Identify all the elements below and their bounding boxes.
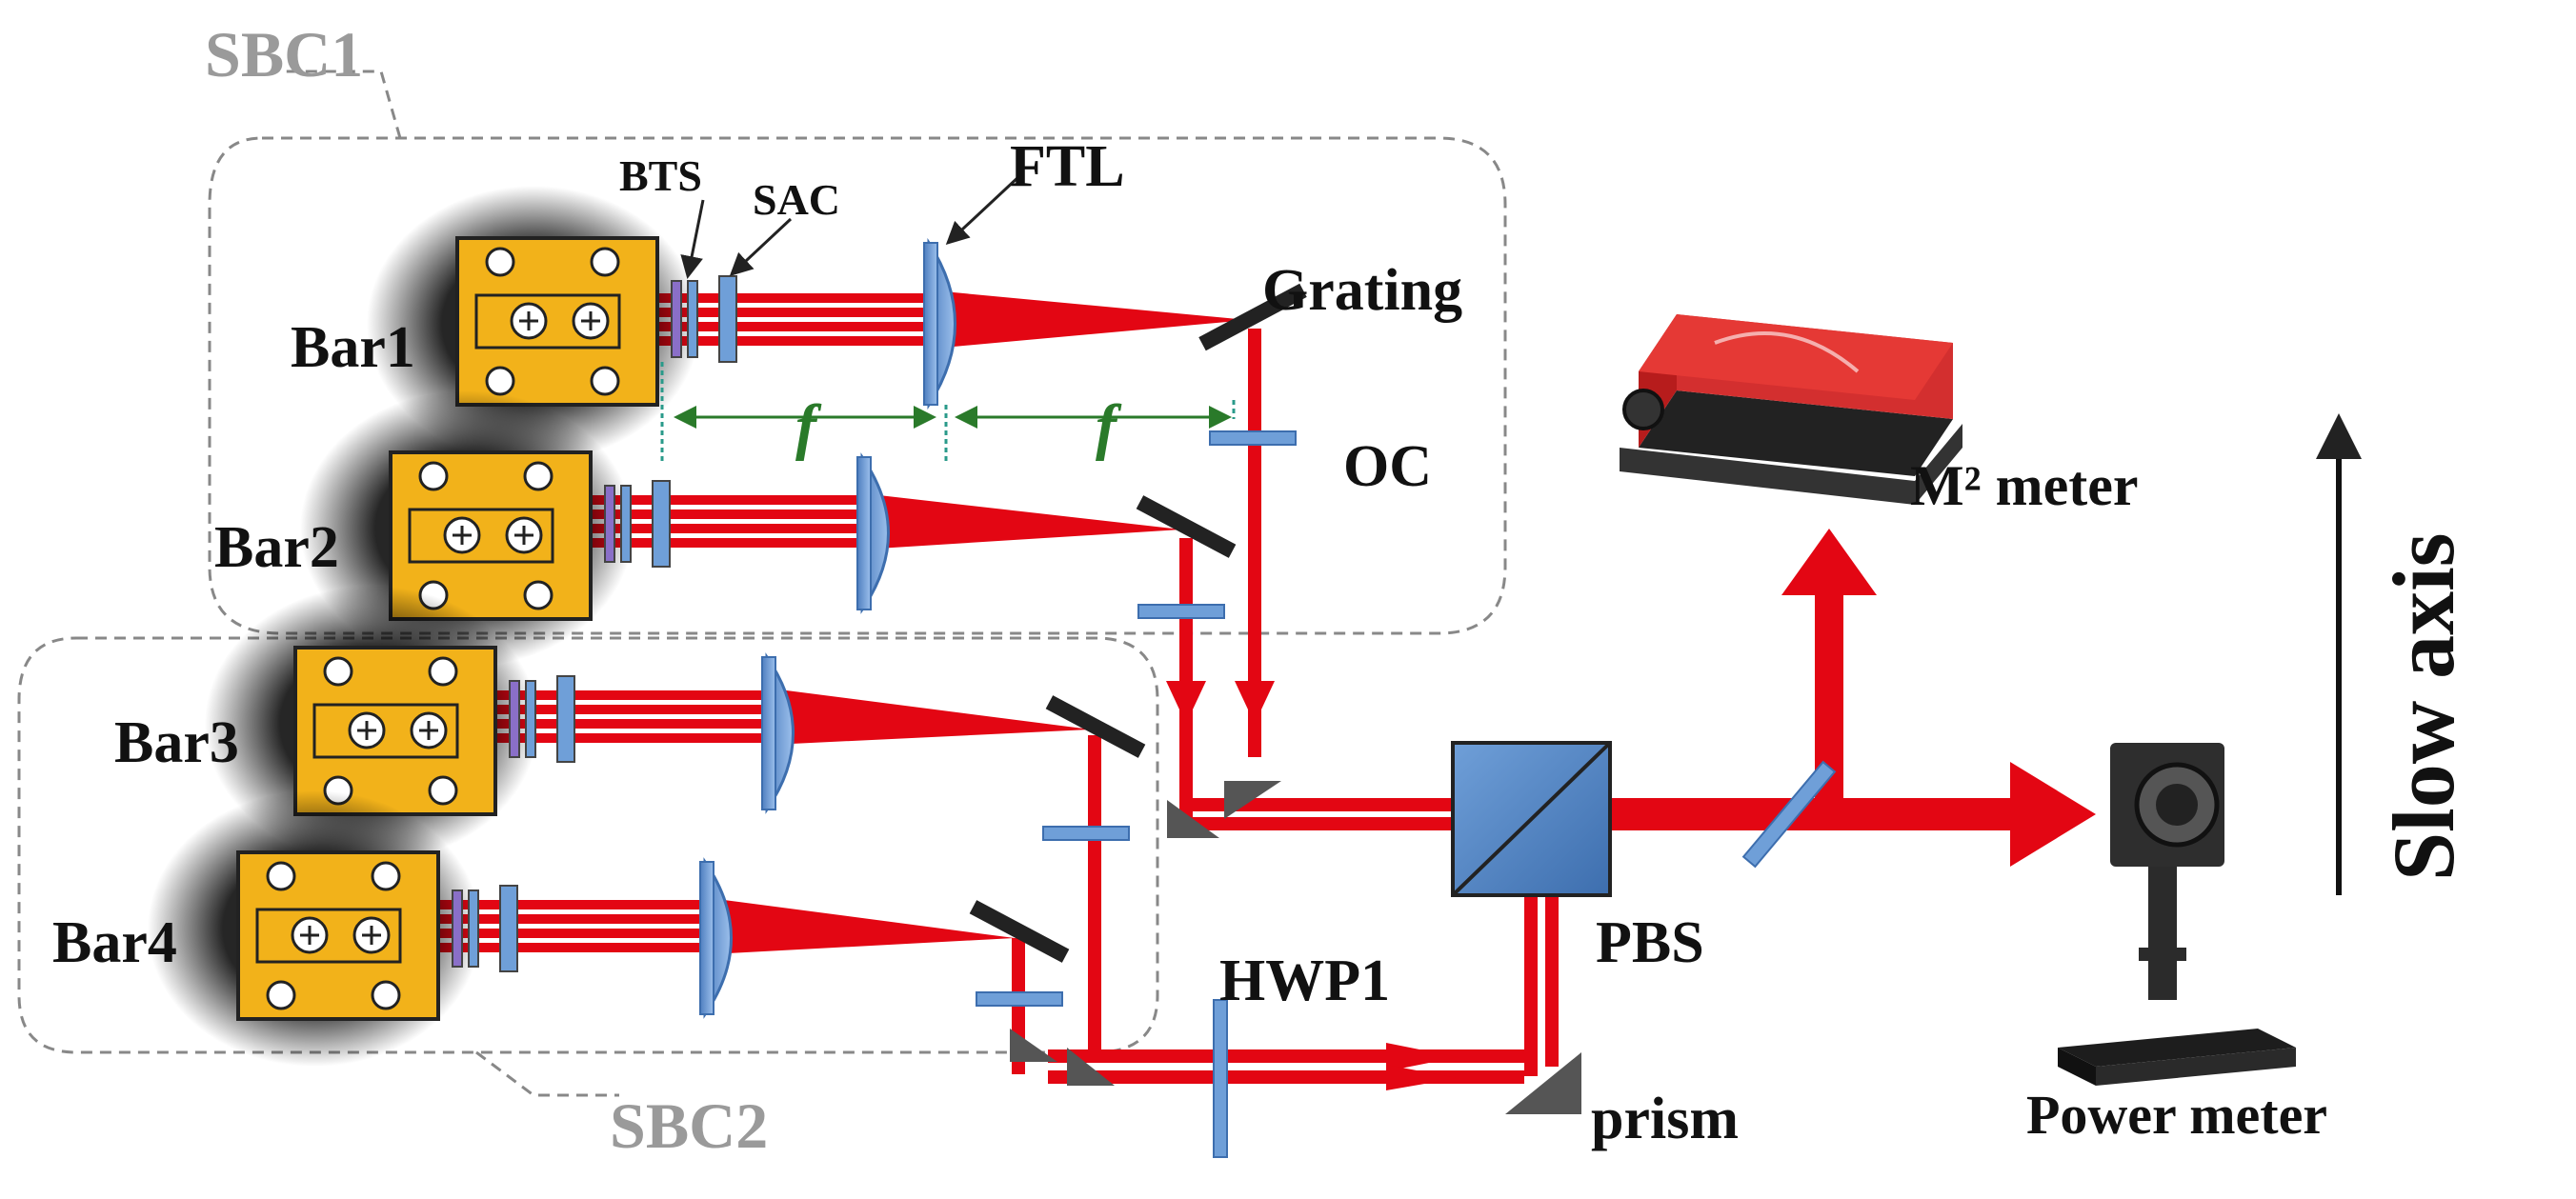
bar2-module [300,390,634,667]
output-couplers [976,430,1297,1007]
beam-output [1610,529,2096,867]
pbs-cube [1451,741,1612,897]
beam-sbc1-combined [1179,752,1453,830]
beam-arrows-down [1166,681,1275,724]
power-meter-device [2058,743,2296,1086]
slow-axis-label: Slow axis [2375,532,2472,881]
sbc1-label: SBC1 [205,18,363,90]
focal-label-2: f [1096,392,1122,462]
pbs-label: PBS [1596,910,1704,975]
m2-meter-label: M² meter [1910,454,2138,517]
pointer-lines [680,174,1021,279]
prism-label: prism [1591,1087,1739,1151]
bts-label: BTS [619,151,702,200]
focal-label-1: f [795,392,822,462]
bar2-label: Bar2 [214,515,339,580]
bar4-module [148,790,481,1067]
ftl-label: FTL [1010,134,1125,199]
hwp1-label: HWP1 [1219,949,1390,1013]
grating-label: Grating [1262,258,1462,323]
sbc1-group [208,70,1507,635]
oc-label: OC [1343,434,1432,499]
hwp1-plate [1213,999,1228,1158]
m2-meter-device [1620,314,1962,505]
bar3-label: Bar3 [114,710,239,775]
power-meter-label: Power meter [2026,1084,2327,1146]
pickoff-mirror [1741,760,1837,869]
ftl-lenses [699,237,956,1019]
gratings [969,283,1307,963]
beam-bar3 [495,689,1101,1049]
bts-sac-plates [452,275,737,972]
bar4-label: Bar4 [52,910,177,975]
beam-sbc2-combined [1012,876,1559,1090]
focal-length-markers [660,362,1236,462]
beam-bar4 [438,898,1025,1052]
bar1-label: Bar1 [291,315,415,380]
sac-label: SAC [753,175,840,224]
prisms [1010,781,1581,1114]
sbc2-label: SBC2 [610,1089,768,1162]
